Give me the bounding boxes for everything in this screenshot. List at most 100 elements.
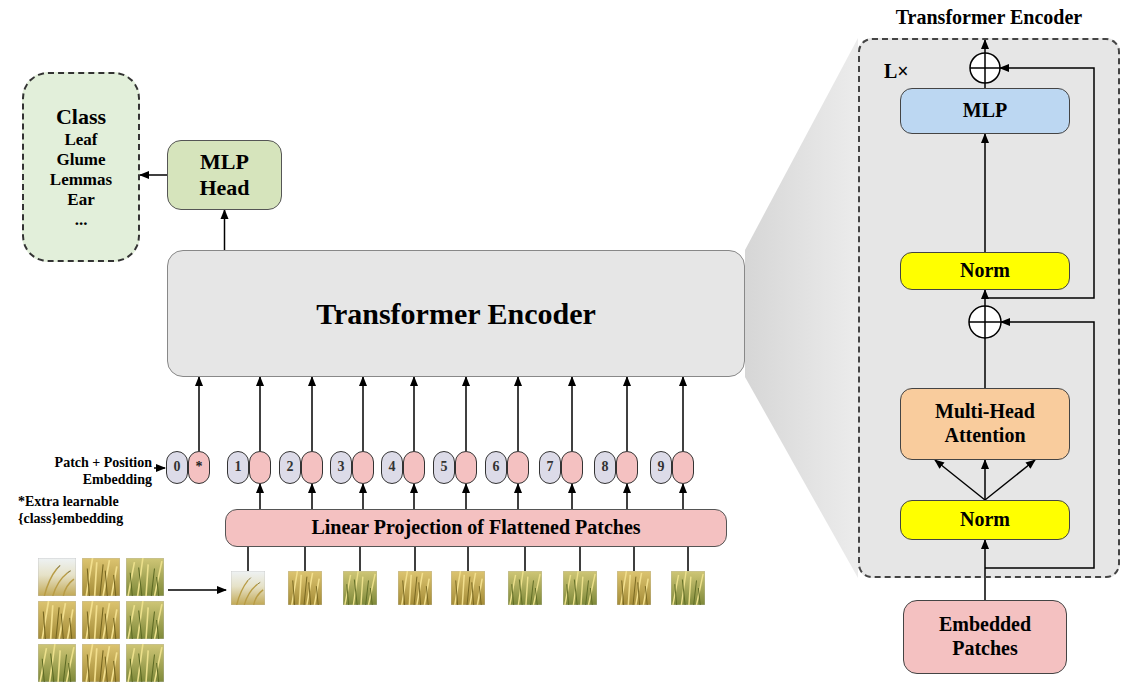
image-patch (231, 571, 265, 605)
token-pair: 3 (330, 451, 374, 484)
flow-line (198, 377, 200, 451)
patch-pill (672, 451, 694, 484)
flow-arrow (312, 484, 313, 509)
image-patch (38, 601, 76, 639)
flow-line (517, 484, 519, 509)
box-label: Norm (960, 508, 1010, 532)
add-circle (969, 306, 1001, 338)
panel-ground (858, 38, 1120, 578)
flow-line (571, 484, 573, 509)
image-patch (343, 571, 377, 605)
flow-arrow (985, 290, 986, 388)
add-circle (970, 53, 1000, 83)
position-number: 1 (235, 459, 242, 476)
encoder-box: Transformer Encoder (167, 250, 745, 377)
norm-box: Norm (900, 252, 1070, 290)
box-label: MLP (963, 99, 1007, 123)
box-label: MLP Head (186, 149, 264, 201)
position-pill: 8 (594, 451, 616, 484)
output-arrow (984, 40, 986, 53)
class-item: Leaf (64, 130, 97, 150)
position-number: 8 (602, 459, 609, 476)
position-pill: 5 (433, 451, 455, 484)
position-pill: 7 (539, 451, 561, 484)
image-patch (451, 571, 485, 605)
flow-line (517, 377, 519, 451)
patch-pill (352, 451, 374, 484)
flow-arrow (466, 484, 467, 509)
image-patch (126, 601, 164, 639)
flow-arrow (627, 377, 628, 451)
flow-arrow (572, 484, 573, 509)
flow-line (413, 484, 415, 509)
token-pair: 7 (539, 451, 583, 484)
flow-arrow (414, 377, 415, 451)
image-patch (82, 644, 120, 682)
flow-line (259, 484, 261, 509)
token-pair: 5 (433, 451, 477, 484)
patch-pill: * (188, 451, 210, 484)
flow-arrow (414, 484, 415, 509)
flow-arrow (683, 484, 684, 509)
patch-pill (301, 451, 323, 484)
patch-pill (403, 451, 425, 484)
flow-line (984, 460, 986, 500)
flow-arrow (140, 175, 167, 176)
position-pill: 4 (381, 451, 403, 484)
flow-arrow (260, 484, 261, 509)
mlp-box: MLP (900, 88, 1070, 134)
patch-pill (455, 451, 477, 484)
attention-box: Multi-Head Attention (900, 388, 1070, 460)
flow-line (413, 377, 415, 451)
box-label: Transformer Encoder (316, 296, 596, 331)
image-patch (563, 571, 597, 605)
token-pair: 0* (166, 451, 210, 484)
token-pair: 8 (594, 451, 638, 484)
position-number: 3 (338, 459, 345, 476)
flow-arrow (466, 377, 467, 451)
flow-line (362, 484, 364, 509)
box-label: Multi-Head Attention (911, 400, 1059, 447)
flow-line (682, 377, 684, 451)
box-label: Norm (960, 259, 1010, 283)
token-pair: 2 (279, 451, 323, 484)
flow-arrow (985, 540, 986, 600)
class-item: Glume (56, 150, 105, 170)
image-patch (38, 558, 76, 596)
flow-line (311, 484, 313, 509)
flow-arrow (363, 377, 364, 451)
flow-line (224, 210, 226, 250)
image-patch (38, 644, 76, 682)
image-patch (82, 558, 120, 596)
encoder-panel: Transformer EncoderL×MLPNormMulti-Head A… (858, 38, 1120, 578)
flow-arrow (260, 377, 261, 451)
class-item: Lemmas (50, 170, 112, 190)
flow-line (984, 134, 986, 252)
position-number: 5 (441, 459, 448, 476)
leader-arrow (154, 467, 165, 469)
flow-line (259, 377, 261, 451)
projection-box: Linear Projection of Flattened Patches (225, 509, 727, 547)
patch-pill (507, 451, 529, 484)
flow-arrow (683, 377, 684, 451)
flow-line (311, 377, 313, 451)
flow-arrow (199, 377, 200, 451)
position-pill: 3 (330, 451, 352, 484)
patch-pill (616, 451, 638, 484)
position-pill: 9 (650, 451, 672, 484)
layer-count: L× (884, 60, 909, 84)
flow-line (571, 377, 573, 451)
flow-line (140, 174, 167, 176)
image-grid (38, 558, 164, 682)
flow-arrow (627, 484, 628, 509)
position-number: 9 (658, 459, 665, 476)
flow-arrow (518, 484, 519, 509)
mlp-head-box: MLP Head (167, 140, 282, 210)
flow-arrow (572, 377, 573, 451)
add-cross (970, 53, 1000, 83)
flow-arrow (935, 460, 1035, 500)
class-token-mark: * (196, 459, 203, 476)
position-number: 6 (493, 459, 500, 476)
image-patch (126, 644, 164, 682)
class-token-note: *Extra learnable {class}embedding (18, 494, 153, 527)
